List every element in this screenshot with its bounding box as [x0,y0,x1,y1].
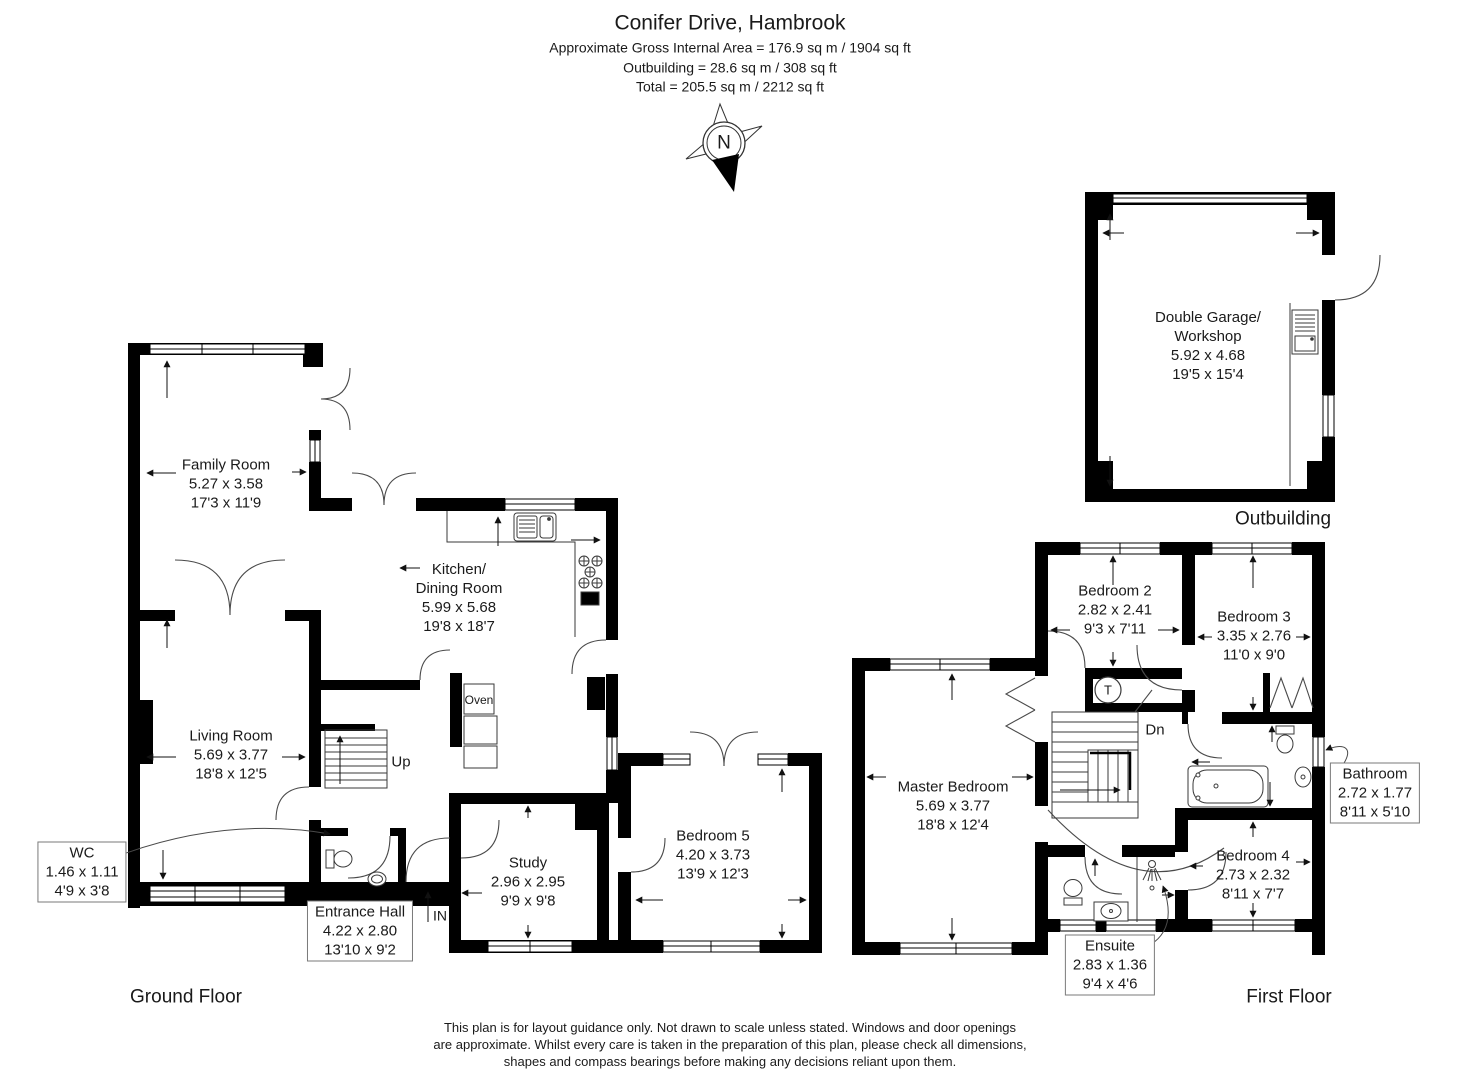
area-line-2: Outbuilding = 28.6 sq m / 308 sq ft [623,59,837,76]
bathroom-toilet-icon [1275,725,1295,754]
ensuite-basin-icon [1093,901,1129,922]
entrance-in-label: IN [433,907,447,924]
wc-basin-icon [367,871,387,887]
oven-box [463,683,495,715]
section-label-outbuilding: Outbuilding [1234,508,1332,530]
dimension-arrows [146,213,1320,941]
oven-label: Oven [464,693,494,707]
bathroom-bath-icon [1187,765,1269,808]
sink-icon [513,512,557,542]
shower-icon [1136,857,1162,922]
disclaimer-line-2: are approximate. Whilst every care is ta… [433,1037,1027,1052]
stairs-down-label: Dn [1145,721,1165,739]
area-line-3: Total = 205.5 sq m / 2212 sq ft [636,78,824,95]
stairs-ground [324,729,388,789]
stairs-first [1051,711,1139,819]
tank-label: T [1104,682,1112,698]
tank-circle [1094,676,1122,704]
sanitary-fixtures [325,303,1319,922]
area-line-1: Approximate Gross Internal Area = 176.9 … [549,39,911,56]
section-label-ground-floor: Ground Floor [130,986,242,1008]
section-label-first-floor: First Floor [1246,986,1332,1008]
garage-sink-icon [1289,303,1319,486]
hob-icon [578,555,603,589]
ensuite-toilet-icon [1063,879,1083,906]
wc-toilet-icon [325,849,353,869]
disclaimer-line-1: This plan is for layout guidance only. N… [443,1020,1017,1035]
compass-icon [685,102,763,192]
kitchen-fixtures [446,511,603,769]
stairs-up-label: Up [391,753,411,771]
bathroom-basin-icon [1294,766,1312,788]
compass-north-label: N [717,132,731,154]
disclaimer-line-3: shapes and compass bearings before makin… [503,1054,957,1069]
first-floor-walls [852,542,1325,955]
door-swings [174,254,1381,895]
windows [149,193,1335,955]
page-title: Conifer Drive, Hambrook [614,11,846,35]
